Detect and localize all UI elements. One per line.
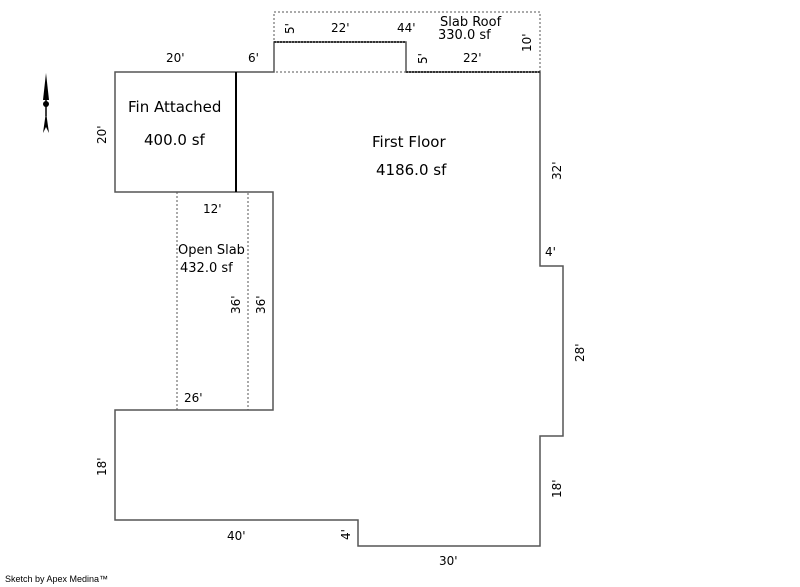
dim-label: 36': [229, 295, 243, 314]
dim-label: 22': [463, 51, 482, 65]
dim-label: 32': [550, 161, 564, 180]
slab-roof-area: 330.0 sf: [438, 28, 491, 43]
dim-label: 18': [95, 457, 109, 476]
open-slab-area: 432.0 sf: [180, 261, 233, 276]
dim-label: 20': [95, 125, 109, 144]
dim-label: 6': [248, 51, 259, 65]
slab-roof-label: Slab Roof: [440, 15, 502, 30]
dim-label: 28': [573, 343, 587, 362]
dim-label: 4': [339, 529, 353, 540]
first-floor-area: 4186.0 sf: [376, 161, 447, 179]
dim-label: 5': [283, 23, 297, 34]
dim-label: 20': [166, 51, 185, 65]
fin-attached-label: Fin Attached: [128, 98, 221, 116]
credit-text: Sketch by Apex Medina™: [5, 574, 109, 584]
north-arrow-icon: [43, 73, 49, 133]
dim-label: 22': [331, 21, 350, 35]
dim-label: 4': [545, 245, 556, 259]
fin-attached-area: 400.0 sf: [144, 131, 206, 149]
dim-label: 12': [203, 202, 222, 216]
dim-label: 5': [416, 53, 430, 64]
dim-label: 30': [439, 554, 458, 568]
dim-label: 44': [397, 21, 416, 35]
open-slab-outline: [176, 191, 249, 411]
dim-label: 40': [227, 529, 246, 543]
first-floor-outline: [114, 41, 564, 547]
dim-label: 36': [254, 295, 268, 314]
open-slab-label: Open Slab: [178, 243, 245, 258]
dim-label: 26': [184, 391, 203, 405]
first-floor-label: First Floor: [372, 133, 446, 151]
fin-attached-outline: [114, 71, 236, 193]
dim-label: 18': [550, 479, 564, 498]
dim-label: 10': [520, 33, 534, 52]
